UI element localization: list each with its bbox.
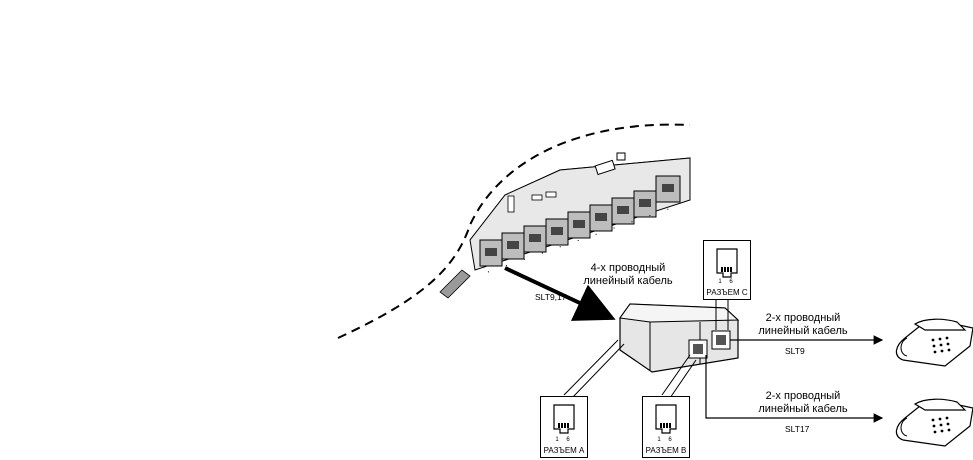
jack-c-caption: РАЗЪЕМ C [706, 288, 748, 297]
cable4-line2: линейный кабель [583, 275, 673, 287]
jack-leader-lines [563, 296, 729, 399]
cable2-bottom-line2: линейный кабель [758, 403, 848, 415]
rj11-jack-icon [655, 404, 677, 434]
jack-box-c: 1 6 РАЗЪЕМ C [703, 240, 751, 300]
cable2-bottom-line1: 2-х проводный [765, 390, 841, 402]
main-cable-arrow [504, 266, 616, 321]
board-cutaway-outline [337, 123, 691, 339]
jack-b-caption: РАЗЪЕМ B [645, 446, 687, 455]
port-label-main: SLT9,17 [535, 292, 567, 302]
rj11-jack-icon [553, 404, 575, 434]
phone-cables [705, 335, 884, 423]
cable2-top-line1: 2-х проводный [765, 312, 841, 324]
telephone-icon [895, 398, 973, 447]
cable4-label: 4-х проводный линейный кабель [578, 262, 678, 288]
adapter-box-illustration [619, 303, 740, 373]
cable2-bottom-label: 2-х проводный линейный кабель [748, 390, 858, 416]
jack-box-b: 1 6 РАЗЪЕМ B [642, 396, 690, 458]
jack-a-pins: 1 6 [555, 437, 573, 443]
telephone-icon [895, 318, 973, 367]
jack-box-a: 1 6 РАЗЪЕМ A [540, 396, 588, 458]
jack-b-pins: 1 6 [657, 437, 675, 443]
port-label-top: SLT9 [785, 346, 805, 356]
jack-c-pins: 1 6 [718, 279, 736, 285]
cable4-line1: 4-х проводный [590, 262, 666, 274]
jack-a-caption: РАЗЪЕМ A [543, 446, 585, 455]
port-label-bottom: SLT17 [785, 424, 810, 434]
cable2-top-line2: линейный кабель [758, 325, 848, 337]
pcb-board-illustration [439, 152, 691, 299]
rj11-jack-icon [716, 248, 738, 278]
cable2-top-label: 2-х проводный линейный кабель [748, 312, 858, 338]
